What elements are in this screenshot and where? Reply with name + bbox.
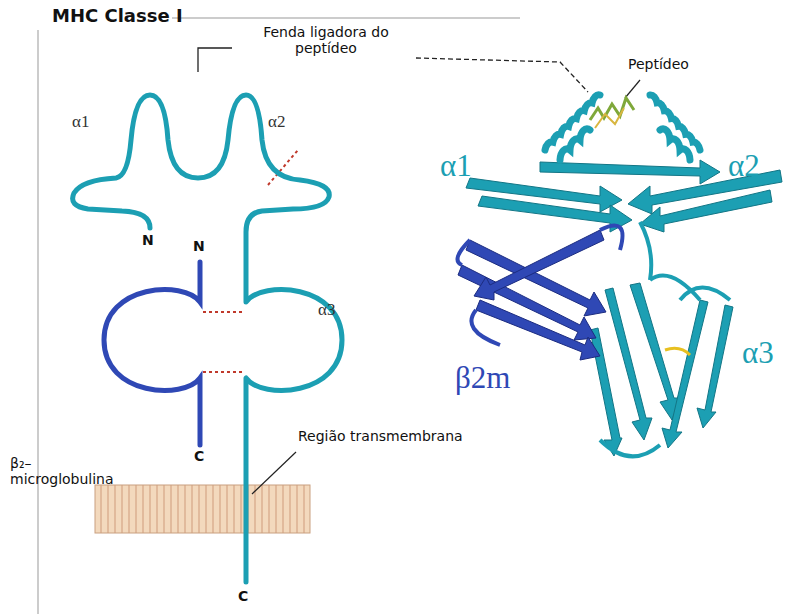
terminus-label: N (193, 238, 205, 254)
domain-label: α2 (268, 112, 285, 132)
terminus-label: C (194, 448, 204, 464)
alpha-helix (660, 129, 690, 160)
callout-label: Fenda ligadora do peptídeo (236, 24, 416, 56)
callout-label: Região transmembrana (298, 428, 468, 444)
alpha-helix (560, 129, 590, 160)
terminus-label: C (238, 588, 248, 604)
callout-label: Peptídeo (628, 56, 689, 72)
domain-label: α3 (742, 335, 774, 371)
domain-label: α3 (318, 300, 335, 320)
chain-label: β₂– microglobulina (10, 455, 120, 487)
domain-label: α1 (440, 148, 472, 184)
domain-label: β2m (455, 360, 510, 396)
domain-label: α1 (72, 112, 89, 132)
figure-title: MHC Classe I (52, 6, 183, 27)
domain-label: α2 (728, 148, 760, 184)
terminus-label: N (142, 232, 154, 248)
